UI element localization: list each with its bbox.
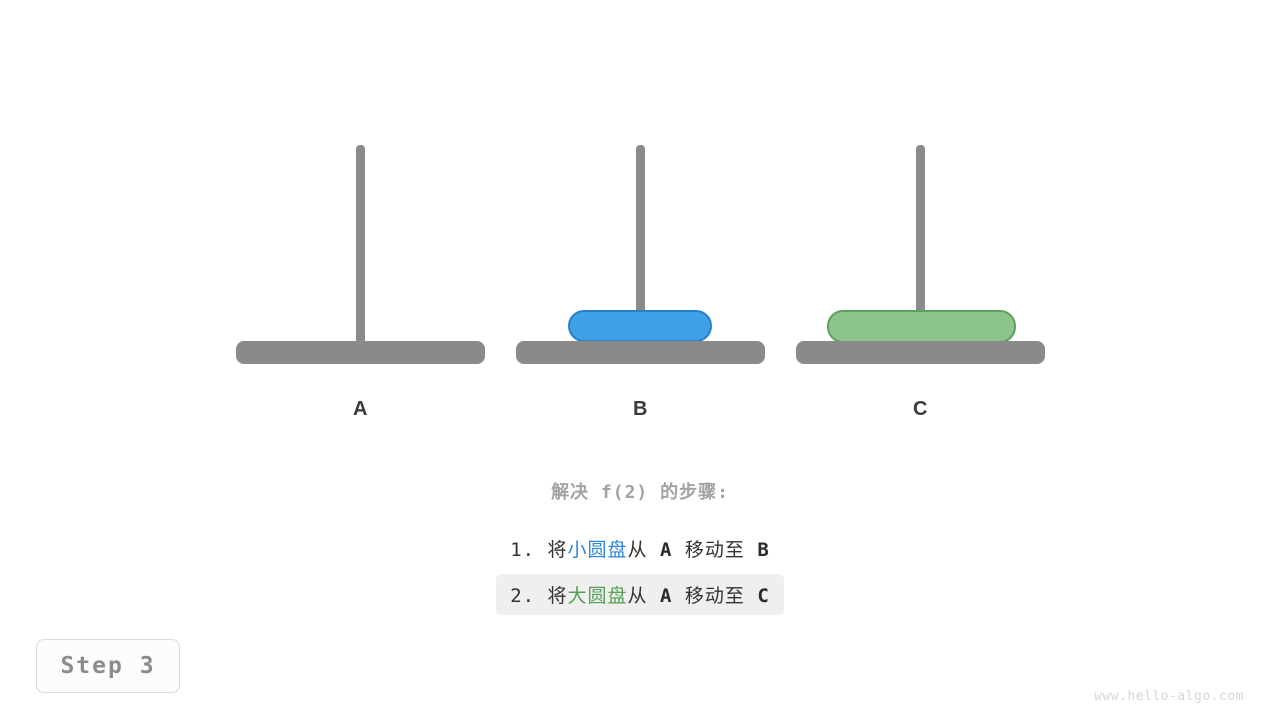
step-2-verb: 移动至 bbox=[672, 585, 758, 607]
steps-list: 1. 将小圆盘从 A 移动至 B 2. 将大圆盘从 A 移动至 C bbox=[0, 528, 1280, 620]
step-2-text: 2. 将大圆盘从 A 移动至 C bbox=[496, 574, 784, 615]
steps-caption: 解决 f(2) 的步骤: bbox=[551, 482, 729, 503]
peg-a-rod bbox=[356, 145, 365, 353]
step-2-prefix: 将 bbox=[535, 585, 568, 607]
step-2-keyword: 大圆盘 bbox=[567, 585, 628, 607]
watermark: www.hello-algo.com bbox=[1094, 689, 1244, 704]
step-1-verb: 移动至 bbox=[672, 539, 758, 561]
peg-b-rod bbox=[636, 145, 645, 353]
step-1-number: 1. bbox=[510, 539, 536, 561]
step-badge: Step 3 bbox=[36, 639, 180, 693]
step-row-1: 1. 将小圆盘从 A 移动至 B bbox=[0, 528, 1280, 569]
peg-c: C bbox=[796, 140, 1046, 430]
peg-c-label: C bbox=[913, 398, 928, 420]
step-2-middle: 从 bbox=[627, 585, 660, 607]
step-2-from-peg: A bbox=[660, 585, 673, 607]
small-disk-on-peg-b bbox=[568, 310, 712, 342]
step-1-prefix: 将 bbox=[535, 539, 568, 561]
peg-a: A bbox=[236, 140, 486, 430]
peg-a-label: A bbox=[353, 398, 368, 420]
step-2-to-peg: C bbox=[757, 585, 770, 607]
large-disk-on-peg-c bbox=[827, 310, 1016, 343]
step-1-middle: 从 bbox=[627, 539, 660, 561]
peg-b-base bbox=[516, 341, 765, 364]
peg-b: B bbox=[516, 140, 766, 430]
step-1-keyword: 小圆盘 bbox=[567, 539, 628, 561]
peg-a-base bbox=[236, 341, 485, 364]
step-row-2: 2. 将大圆盘从 A 移动至 C bbox=[0, 574, 1280, 615]
step-badge-label: Step 3 bbox=[60, 653, 156, 679]
peg-c-base bbox=[796, 341, 1045, 364]
peg-c-rod bbox=[916, 145, 925, 353]
step-1-from-peg: A bbox=[660, 539, 673, 561]
step-2-number: 2. bbox=[510, 585, 536, 607]
step-1-text: 1. 将小圆盘从 A 移动至 B bbox=[496, 528, 784, 569]
peg-b-label: B bbox=[633, 398, 648, 420]
step-1-to-peg: B bbox=[757, 539, 770, 561]
